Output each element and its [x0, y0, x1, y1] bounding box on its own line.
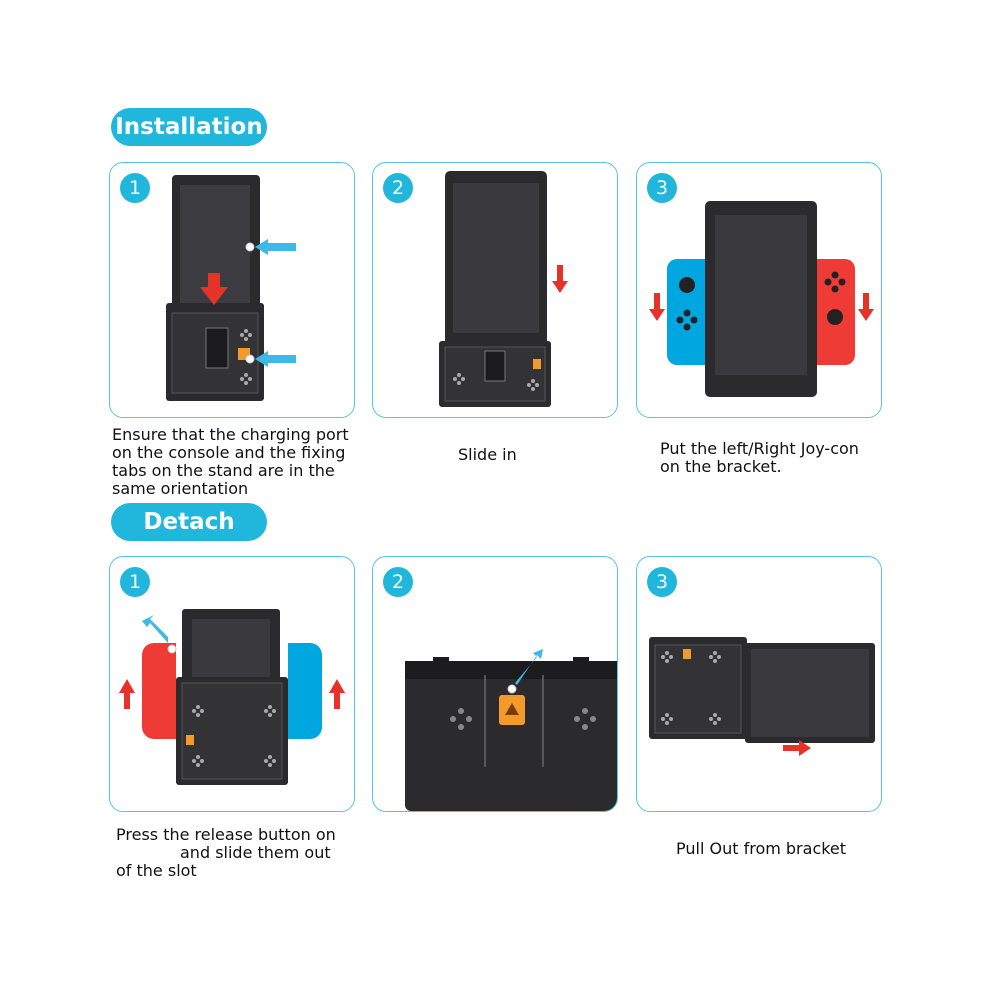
detach-step-1-illustration — [119, 609, 345, 785]
install-step-2-caption: Slide in — [458, 445, 517, 464]
install-step-2-illustration — [439, 171, 568, 407]
install-step-3-illustration — [649, 201, 874, 397]
detach-step-1-caption: Press the release button on and slide th… — [116, 825, 336, 880]
detach-step-3-illustration — [649, 637, 875, 756]
detach-step-1-panel: 1 — [109, 556, 355, 812]
step-number-badge: 1 — [120, 173, 150, 203]
install-step-2-panel: 2 — [372, 162, 618, 418]
step-number-badge: 1 — [120, 567, 150, 597]
step-number-badge: 2 — [383, 567, 413, 597]
install-step-3-caption: Put the left/Right Joy-con on the bracke… — [660, 439, 859, 476]
step-number-badge: 2 — [383, 173, 413, 203]
step-number-badge: 3 — [647, 173, 677, 203]
detach-step-2-panel: 2 — [372, 556, 618, 812]
detach-header: Detach — [111, 503, 267, 541]
detach-step-3-panel: 3 — [636, 556, 882, 812]
installation-header: Installation — [111, 108, 267, 146]
install-step-1-panel: 1 — [109, 162, 355, 418]
install-step-3-panel: 3 — [636, 162, 882, 418]
detach-step-3-caption: Pull Out from bracket — [676, 839, 847, 858]
install-step-1-illustration — [166, 175, 296, 401]
step-number-badge: 3 — [647, 567, 677, 597]
detach-step-2-illustration — [405, 649, 617, 811]
install-step-1-caption: Ensure that the charging port on the con… — [112, 425, 349, 498]
